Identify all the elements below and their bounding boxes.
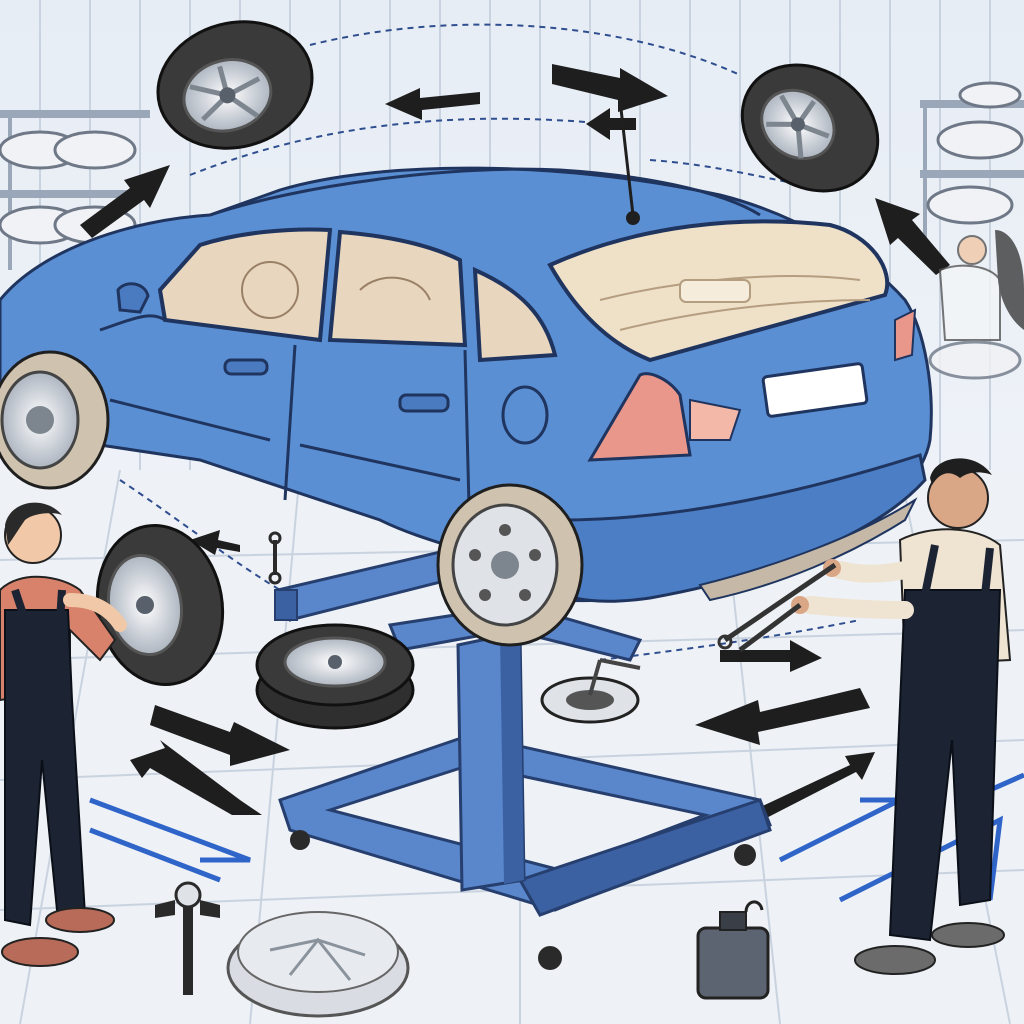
lift-icon: [274, 543, 772, 970]
arrow-icon: [190, 530, 240, 555]
wrench-icon: [717, 562, 837, 652]
arrow-icon: [385, 88, 480, 120]
wheel-icon: [255, 623, 415, 730]
arrow-icon: [150, 705, 290, 766]
door-handle: [223, 358, 269, 376]
wheel-icon: [740, 63, 880, 193]
wheel-icon: [226, 911, 410, 1018]
wrench-icon: [268, 531, 282, 585]
background-worker: [928, 230, 1024, 380]
tire-shelf-left: [0, 110, 150, 270]
arrow-icon: [720, 640, 822, 672]
mechanic-left: [0, 502, 225, 967]
arrow-icon: [586, 108, 636, 140]
antenna: [618, 99, 635, 216]
arrow-icon: [552, 64, 668, 112]
car-icon: [0, 99, 933, 647]
license-plate: [761, 362, 869, 418]
wheel-icon: [436, 483, 584, 647]
oil-can-icon: [696, 900, 770, 1000]
jack-icon: [540, 658, 641, 724]
arrow-icon: [695, 688, 870, 745]
wrench-icon: [155, 881, 220, 995]
fuel-cap: [501, 385, 549, 445]
arrow-icon: [875, 198, 950, 275]
mechanic-right: [717, 458, 1012, 975]
side-mirror: [116, 282, 150, 314]
tail-light: [587, 372, 692, 462]
arrow-icon: [130, 740, 262, 815]
wheel-icon: [0, 350, 110, 490]
wheel-icon: [156, 20, 314, 150]
arrow-icon: [80, 165, 170, 238]
tire-shelf-right: [920, 81, 1024, 260]
door-handle: [398, 393, 450, 413]
